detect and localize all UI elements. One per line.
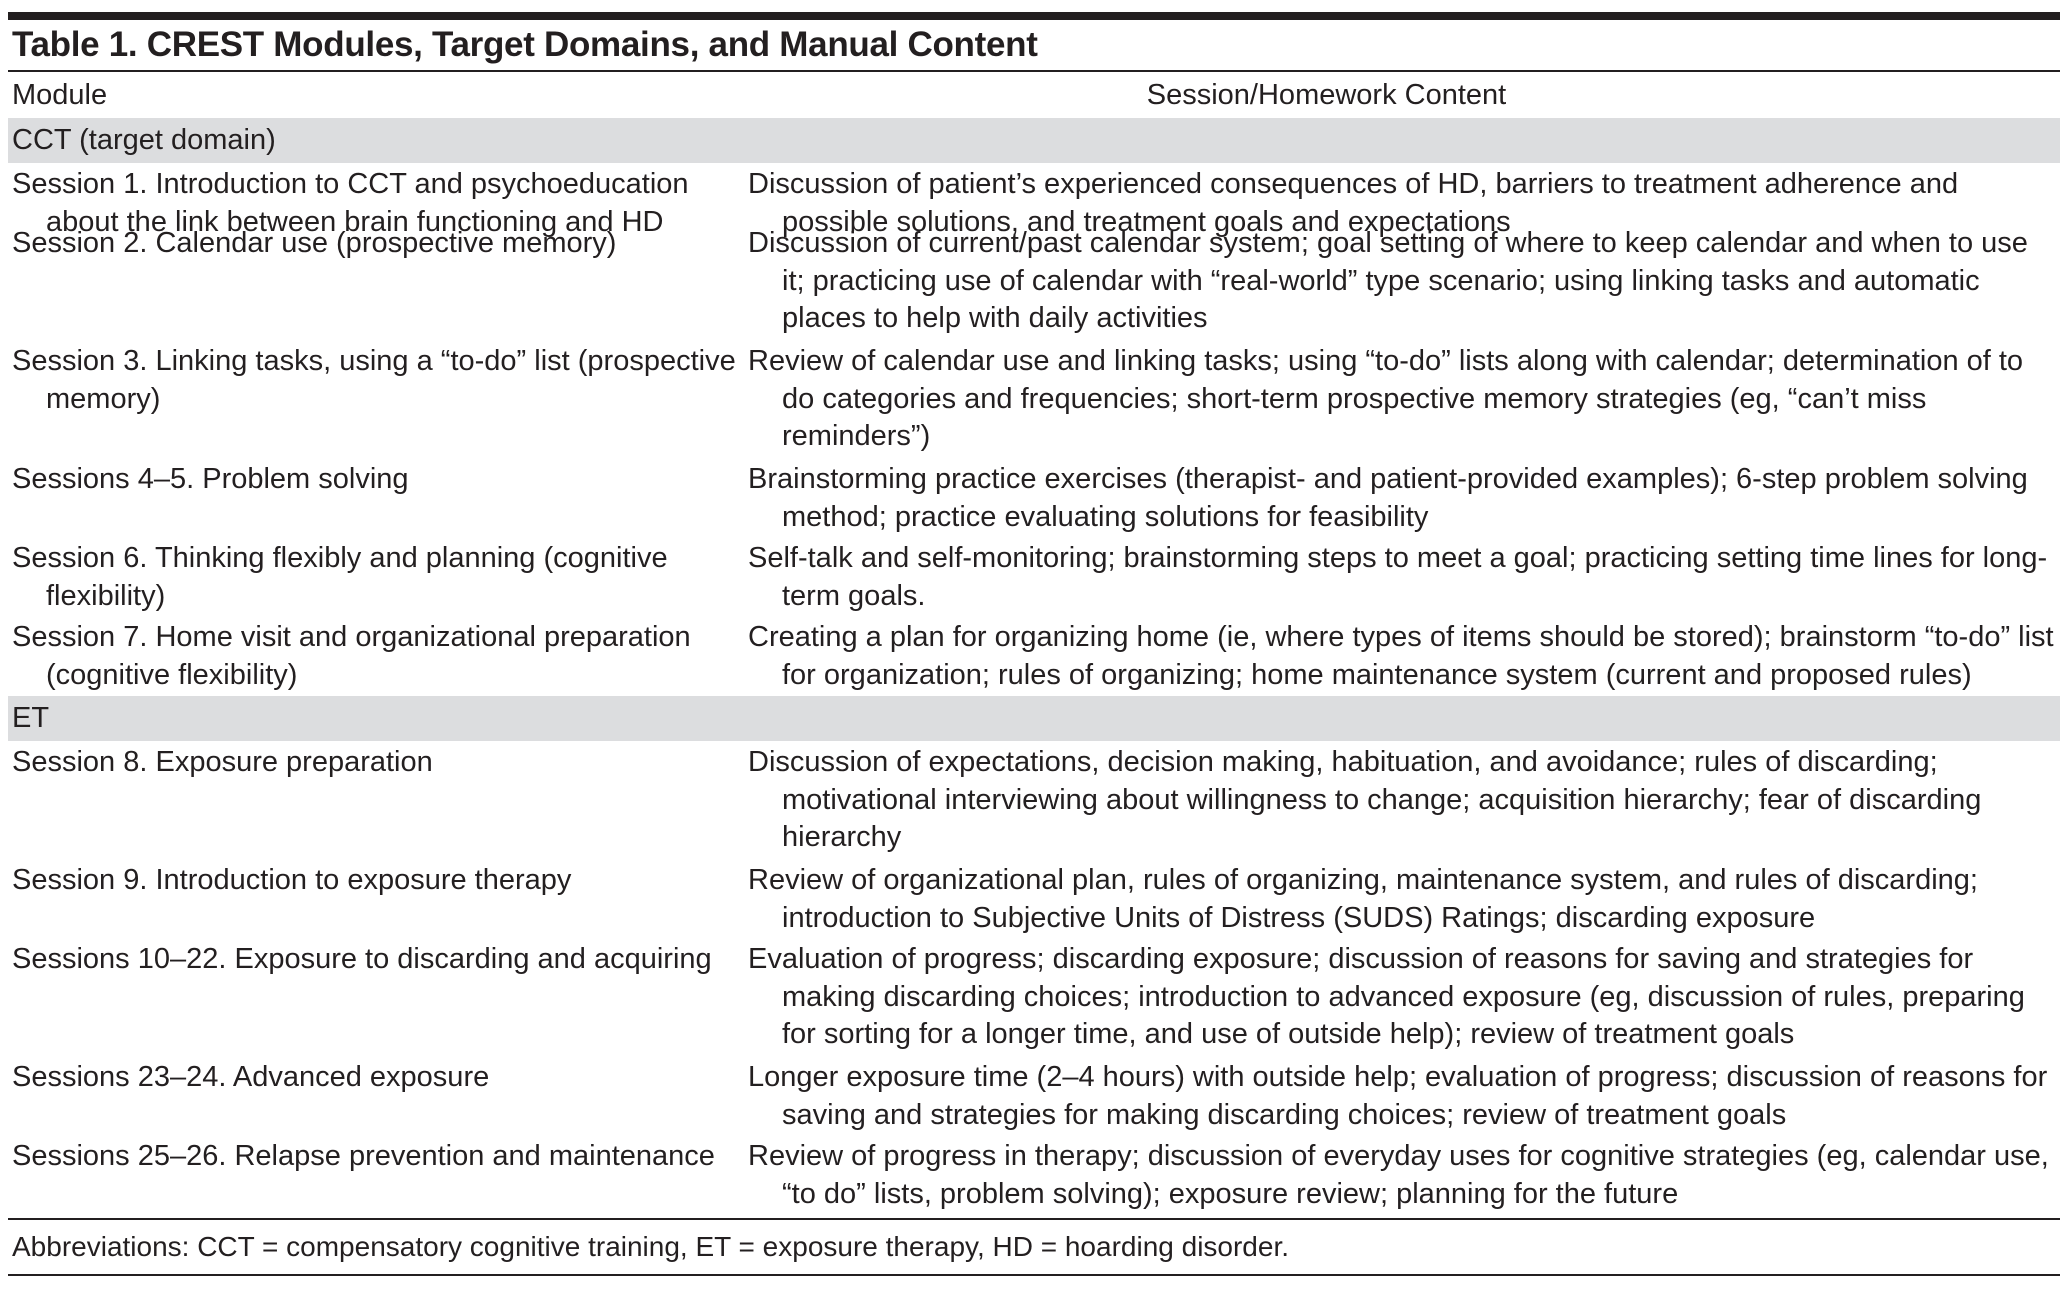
content-cell: Creating a plan for organizing home (ie,… — [748, 621, 2054, 691]
table-row: Session 6. Thinking flexibly and plannin… — [8, 540, 2060, 619]
column-header-module: Module — [12, 78, 108, 111]
table-row: Session 8. Exposure preparation Discussi… — [8, 744, 2060, 862]
module-cell: Session 3. Linking tasks, using a “to-do… — [12, 345, 736, 415]
module-cell: Sessions 4–5. Problem solving — [12, 463, 409, 495]
section-header-cct: CCT (target domain) — [8, 118, 2060, 163]
table-row: Session 1. Introduction to CCT and psych… — [8, 166, 2060, 238]
table-row: Sessions 25–26. Relapse prevention and m… — [8, 1138, 2060, 1214]
table-row: Sessions 23–24. Advanced exposure Longer… — [8, 1059, 2060, 1138]
module-cell: Session 9. Introduction to exposure ther… — [12, 864, 572, 896]
module-cell: Sessions 23–24. Advanced exposure — [12, 1061, 490, 1093]
bottom-rule — [8, 1218, 2060, 1220]
module-cell: Session 2. Calendar use (prospective mem… — [12, 227, 617, 259]
content-cell: Evaluation of progress; discarding expos… — [748, 943, 2025, 1050]
content-cell: Review of calendar use and linking tasks… — [748, 345, 2024, 452]
section-header-et: ET — [8, 696, 2060, 741]
content-cell: Review of organizational plan, rules of … — [748, 864, 1978, 934]
content-cell: Discussion of current/past calendar syst… — [748, 227, 2028, 334]
module-cell: Session 1. Introduction to CCT and psych… — [12, 168, 689, 238]
content-cell: Brainstorming practice exercises (therap… — [748, 463, 2028, 533]
module-cell: Session 7. Home visit and organizational… — [12, 621, 691, 691]
content-cell: Discussion of patient’s experienced cons… — [748, 168, 1959, 238]
content-cell: Review of progress in therapy; discussio… — [748, 1140, 2049, 1210]
table-row: Session 3. Linking tasks, using a “to-do… — [8, 343, 2060, 461]
module-cell: Sessions 10–22. Exposure to discarding a… — [12, 943, 712, 975]
content-cell: Self-talk and self-monitoring; brainstor… — [748, 542, 2048, 612]
table-footnote: Abbreviations: CCT = compensatory cognit… — [12, 1231, 1290, 1262]
table-row: Sessions 10–22. Exposure to discarding a… — [8, 941, 2060, 1059]
column-header-content: Session/Homework Content — [1146, 78, 1507, 111]
table-row: Sessions 4–5. Problem solving Brainstorm… — [8, 461, 2060, 540]
table-row: Session 7. Home visit and organizational… — [8, 619, 2060, 696]
table-row: Session 2. Calendar use (prospective mem… — [8, 225, 2060, 343]
table-title: Table 1. CREST Modules, Target Domains, … — [8, 20, 2060, 72]
module-cell: Session 8. Exposure preparation — [12, 746, 433, 778]
end-rule — [8, 1274, 2060, 1276]
module-cell: Sessions 25–26. Relapse prevention and m… — [12, 1140, 715, 1172]
content-cell: Discussion of expectations, decision mak… — [748, 746, 1982, 853]
content-cell: Longer exposure time (2–4 hours) with ou… — [748, 1061, 2048, 1131]
top-rule — [8, 12, 2060, 20]
table-row: Session 9. Introduction to exposure ther… — [8, 862, 2060, 941]
module-cell: Session 6. Thinking flexibly and plannin… — [12, 542, 668, 612]
crest-table: Table 1. CREST Modules, Target Domains, … — [8, 12, 2060, 1276]
column-header-row: Module Session/Homework Content — [8, 72, 2060, 118]
